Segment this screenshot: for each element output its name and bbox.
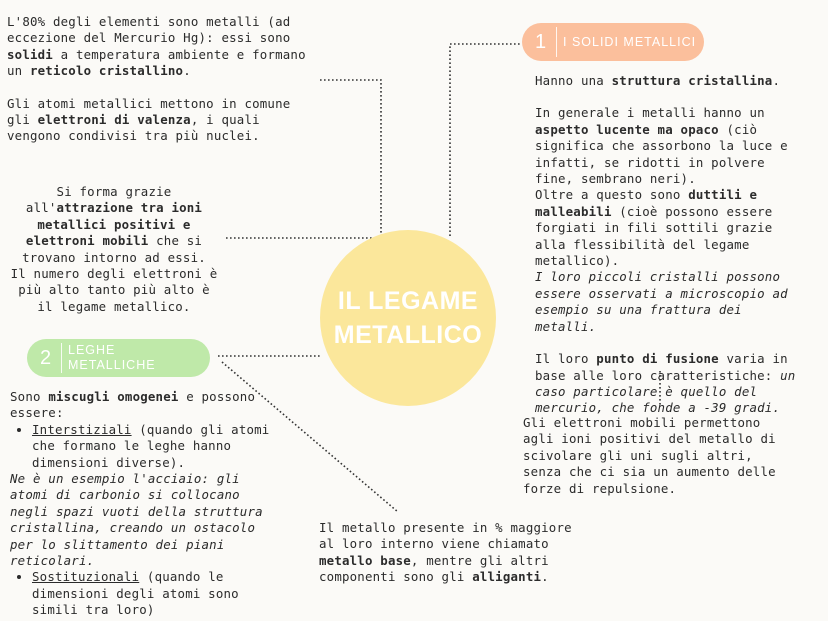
- intro-text: L'80% degli elementi sono metalli (ad ec…: [7, 14, 306, 144]
- section-label: LEGHE METALLICHE: [68, 343, 156, 372]
- central-title-circle: IL LEGAME METALLICO: [320, 230, 496, 406]
- section-badge-solidi-metallici: 1 I SOLIDI METALLICI: [522, 23, 704, 61]
- connector-formation: [226, 236, 382, 239]
- list-item: Interstiziali (quando gli atomi che form…: [32, 422, 282, 471]
- alloys-text: Sono miscugli omogenei e possono essere:…: [10, 389, 282, 619]
- base-metal-text: Il metallo presente in % maggiore al lor…: [319, 520, 572, 585]
- connector-intro: [320, 79, 382, 236]
- section-label: I SOLIDI METALLICI: [563, 34, 697, 49]
- mobility-text: Gli elettroni mobili permettono agli ion…: [523, 415, 776, 496]
- title-line-1: IL LEGAME: [337, 287, 479, 315]
- section-badge-leghe-metalliche: 2 LEGHE METALLICHE: [27, 339, 210, 377]
- title-line-2: METALLICO: [333, 321, 483, 349]
- list-item: Sostituzionali (quando le dimensioni deg…: [32, 569, 282, 618]
- section-number: 2: [39, 346, 53, 369]
- solids-text: Hanno una struttura cristallina. In gene…: [535, 73, 796, 416]
- connector-base: [221, 361, 399, 513]
- formation-text: Si forma grazie all'attrazione tra ioni …: [10, 184, 218, 314]
- section-number: 1: [534, 30, 548, 53]
- connector-solids: [449, 43, 522, 236]
